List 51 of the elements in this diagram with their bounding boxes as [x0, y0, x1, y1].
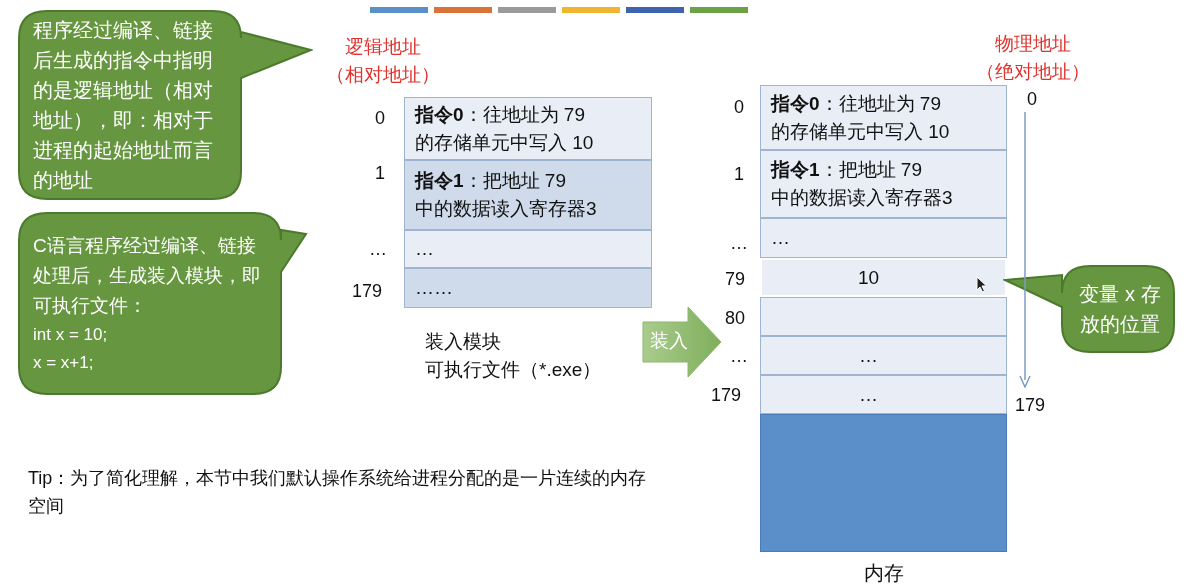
memory-cell: [404, 230, 652, 268]
memory-cell: [404, 97, 652, 160]
text-label: Tip：为了简化理解，本节中我们默认操作系统给进程分配的是一片连续的内存空间: [28, 467, 648, 518]
cell-text: …: [859, 343, 878, 368]
callout-text: int x = 10;: [33, 323, 109, 346]
text-label: 179: [711, 384, 742, 407]
text-label: 179: [1015, 394, 1046, 417]
text-label: 逻辑地址（相对地址）: [325, 35, 441, 87]
cell-text: 指令1：把地址 79 中的数据读入寄存器3: [415, 169, 598, 221]
memory-cell: [760, 375, 1007, 414]
callout-text: 程序经过编译、链接后生成的指令中指明的是逻辑地址（相对地址），即：相对于进程的起始地址而言的地址: [33, 18, 214, 193]
memory-cell: [760, 150, 1007, 218]
cell-text: …: [771, 226, 791, 250]
block-arrow: [642, 306, 722, 378]
memory-cell: [760, 218, 1007, 258]
memory-cell: [760, 85, 1007, 150]
memory-cell: [760, 336, 1007, 375]
text-label: 1: [375, 162, 385, 185]
memory-caption: 内存: [862, 561, 905, 586]
callout-bubble: [18, 212, 308, 395]
text-label: 79: [725, 268, 746, 291]
text-label: …: [730, 232, 748, 255]
arrow-label: 装入: [650, 329, 688, 353]
text-label: 0: [734, 96, 744, 119]
cell-text: 指令0：往地址为 79 的存储单元中写入 10: [771, 91, 951, 144]
callout-text: C语言程序经过编译、链接处理后，生成装入模块，即可执行文件：: [33, 233, 262, 318]
memory-free-area: [760, 414, 1007, 552]
callout-bubble: [18, 10, 313, 200]
text-label: …: [730, 345, 748, 368]
cell-text: ……: [415, 276, 454, 300]
cell-text: …: [859, 382, 878, 407]
text-label: 0: [1027, 88, 1037, 111]
text-label: 物理地址（绝对地址）: [975, 32, 1091, 84]
text-label: 0: [375, 107, 385, 130]
text-label: 179: [352, 280, 383, 303]
memory-cell: [404, 160, 652, 230]
memory-cell: [760, 297, 1007, 336]
callout-bubble: [1003, 265, 1175, 353]
text-label: …: [369, 238, 387, 261]
cell-text: …: [415, 237, 435, 261]
text-label: 1: [734, 163, 744, 186]
memory-cell: [760, 258, 1007, 297]
cell-text: 10: [857, 265, 880, 290]
callout-text: x = x+1;: [33, 351, 95, 374]
text-label: 装入模块: [425, 330, 501, 354]
callout-text: 变量 x 存放的位置: [1078, 282, 1162, 337]
text-label: 可执行文件（*.exe）: [425, 358, 602, 382]
text-label: 80: [725, 307, 746, 330]
memory-cell: [404, 268, 652, 308]
cell-text: 指令1：把地址 79 中的数据读入寄存器3: [771, 158, 954, 210]
cell-text: 指令0：往地址为 79 的存储单元中写入 10: [415, 102, 595, 155]
